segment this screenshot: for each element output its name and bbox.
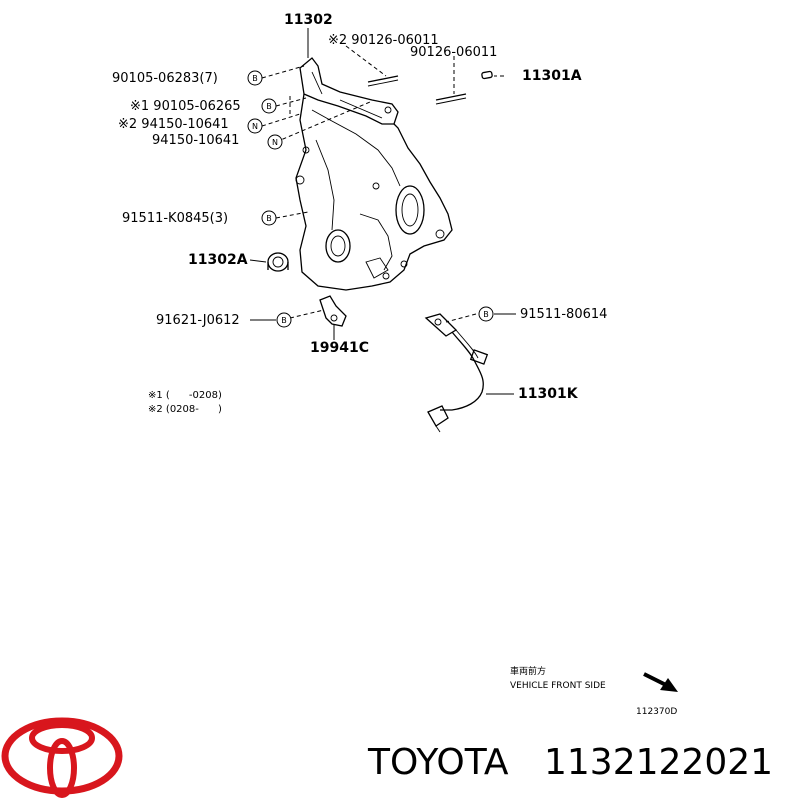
svg-text:B: B xyxy=(483,310,489,319)
label-94150-10641-a: ※2 94150-10641 xyxy=(118,117,229,132)
direction-arrow-icon xyxy=(643,672,678,692)
label-90126-06011-a: ※2 90126-06011 xyxy=(328,33,439,48)
callout-n-1: N xyxy=(247,118,263,134)
callout-b-2: B xyxy=(261,98,277,114)
stud-bolt-drawing-b xyxy=(435,93,467,105)
direction-label-jp: 車両前方 xyxy=(510,665,546,677)
label-90105-06265: ※1 90105-06265 xyxy=(130,99,241,114)
label-91511-k0845: 91511-K0845(3) xyxy=(122,211,228,226)
callout-b-4: B xyxy=(276,312,292,328)
label-11302a: 11302A xyxy=(188,252,248,268)
crank-sensor-drawing xyxy=(424,313,489,433)
svg-text:B: B xyxy=(266,214,272,223)
toyota-logo-icon xyxy=(1,717,123,798)
callout-b-5: B xyxy=(478,306,494,322)
dowel-pin-drawing xyxy=(481,70,493,80)
svg-text:N: N xyxy=(252,122,258,131)
oil-seal-drawing xyxy=(267,252,289,272)
direction-label-en: VEHICLE FRONT SIDE xyxy=(510,681,606,691)
brand-name: TOYOTA xyxy=(367,742,509,783)
label-19941c: 19941C xyxy=(310,340,369,356)
note-2: ※2 (0208- ) xyxy=(148,404,222,415)
stud-bolt-drawing-a xyxy=(367,75,399,87)
callout-b-1: B xyxy=(247,70,263,86)
svg-text:B: B xyxy=(266,102,272,111)
callout-n-2: N xyxy=(267,134,283,150)
label-90126-06011-b: 90126-06011 xyxy=(410,45,497,60)
label-11301k: 11301K xyxy=(518,386,579,402)
bracket-drawing xyxy=(319,295,347,327)
label-91511-80614: 91511-80614 xyxy=(520,307,607,322)
svg-text:B: B xyxy=(281,316,287,325)
note-1: ※1 ( -0208) xyxy=(148,390,222,401)
leader-lines xyxy=(249,28,516,395)
label-11301a: 11301A xyxy=(522,68,582,84)
brand-part-number: 1132122021 xyxy=(544,742,773,783)
callout-b-3: B xyxy=(261,210,277,226)
svg-text:N: N xyxy=(272,138,278,147)
label-94150-10641-b: 94150-10641 xyxy=(152,133,239,148)
svg-text:B: B xyxy=(252,74,258,83)
diagram-id: 112370D xyxy=(636,707,677,717)
label-11302: 11302 xyxy=(284,12,333,28)
timing-cover-drawing xyxy=(295,57,453,291)
label-90105-06283: 90105-06283(7) xyxy=(112,71,218,86)
label-91621-j0612: 91621-J0612 xyxy=(156,313,240,328)
